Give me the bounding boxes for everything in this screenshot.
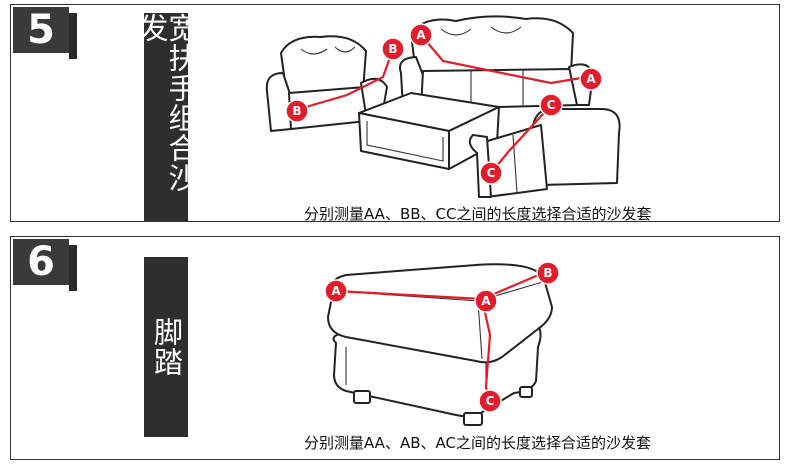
marker-b: B <box>536 261 560 285</box>
marker-a-1: A <box>409 23 433 47</box>
step-number-badge: 5 <box>13 7 77 59</box>
marker-c: C <box>478 389 502 413</box>
svg-text:A: A <box>481 294 491 308</box>
step-5-panel: 5 宽扶手组合沙发 <box>10 4 780 223</box>
ottoman-foot <box>353 390 371 404</box>
svg-text:C: C <box>547 98 556 112</box>
svg-text:C: C <box>487 166 496 180</box>
svg-text:A: A <box>331 284 341 298</box>
step-6-panel: 6 脚踏 A A B C 分别测量AA、AB、AC之间的长度选择合适的沙发套 <box>10 236 780 460</box>
measurement-instruction: 分别测量AA、BB、CC之间的长度选择合适的沙发套 <box>304 205 652 223</box>
svg-text:C: C <box>486 394 495 408</box>
marker-a-2: A <box>579 67 603 91</box>
left-armchair <box>265 35 388 132</box>
measurement-instruction: 分别测量AA、AB、AC之间的长度选择合适的沙发套 <box>304 434 651 452</box>
marker-a-1: A <box>324 279 348 303</box>
svg-text:A: A <box>586 72 596 86</box>
step-number-badge: 6 <box>13 239 77 291</box>
marker-b-2: B <box>285 99 309 123</box>
marker-c-2: C <box>479 161 503 185</box>
svg-text:A: A <box>416 28 426 42</box>
sofa-type-label: 宽扶手组合沙发 <box>135 13 198 221</box>
sofa-set-illustration: A A B B C C <box>265 15 621 198</box>
ottoman-foot <box>463 412 483 426</box>
ottoman-illustration: A A B C <box>324 261 560 426</box>
marker-c-1: C <box>539 93 563 117</box>
marker-a-2: A <box>474 289 498 313</box>
svg-text:B: B <box>388 42 397 56</box>
ottoman-foot <box>519 386 533 398</box>
marker-b-1: B <box>381 37 405 61</box>
ottoman-type-label: 脚踏 <box>144 257 188 437</box>
svg-text:B: B <box>292 104 301 118</box>
svg-text:B: B <box>543 266 552 280</box>
